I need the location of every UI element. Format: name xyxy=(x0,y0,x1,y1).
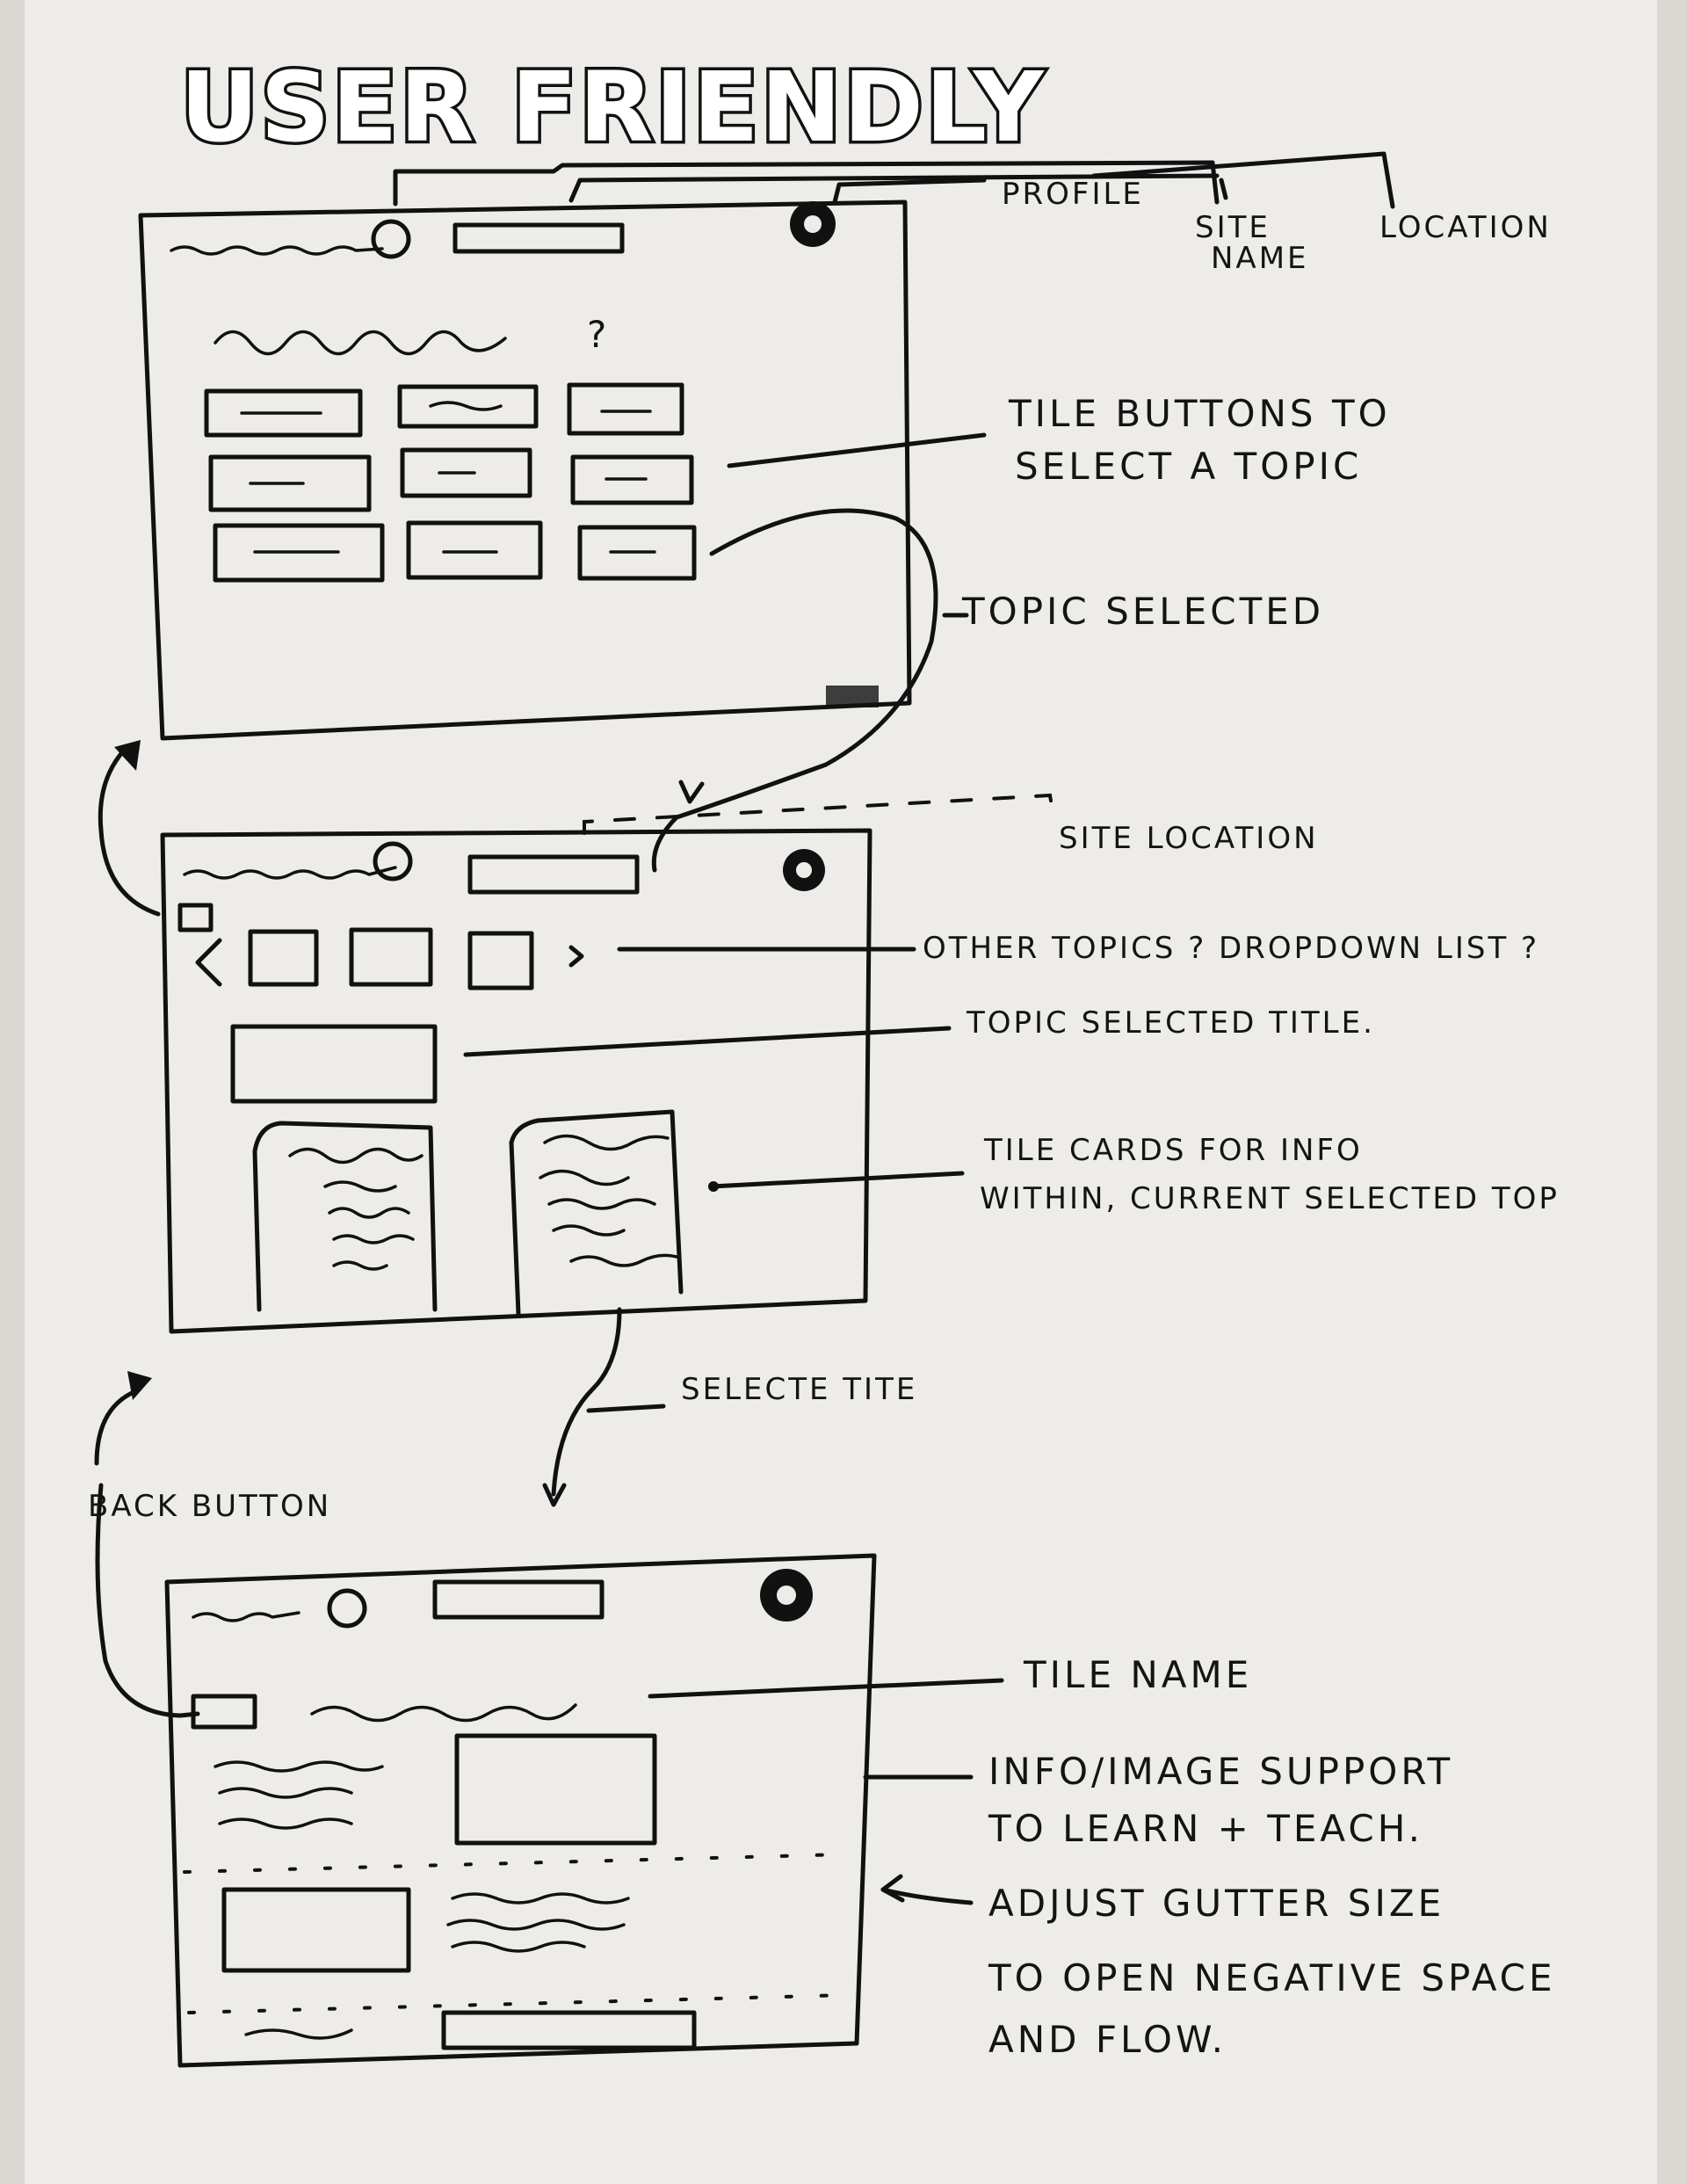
tile-button xyxy=(567,382,684,436)
tile-button xyxy=(208,454,372,512)
frame-2-topic-chip xyxy=(248,929,319,987)
frame-2-info-card xyxy=(509,1109,684,1317)
frame-2-location-circle xyxy=(373,841,413,882)
label-info-image-1: INFO/IMAGE SUPPORT xyxy=(988,1750,1453,1793)
wireframe-detail-screen xyxy=(164,1553,877,2068)
profile-leader xyxy=(832,178,987,205)
frame-3-border xyxy=(164,1553,877,2068)
label-tile-cards-1: TILE CARDS FOR INFO xyxy=(983,1133,1363,1168)
label-back-button: BACK BUTTON xyxy=(88,1489,331,1524)
frame-1-profile-head xyxy=(804,215,822,233)
profile-connector xyxy=(393,160,1220,207)
label-profile: PROFILE xyxy=(1002,177,1144,212)
location-connector xyxy=(1091,151,1395,209)
topic-title-leader xyxy=(463,1026,952,1057)
label-info-image-2: TO LEARN + TEACH. xyxy=(988,1807,1423,1850)
frame-2-back-button xyxy=(177,903,214,932)
frame-3-tile-name-scribble xyxy=(310,1703,577,1723)
select-tile-arrow xyxy=(551,1307,622,1497)
tile-button xyxy=(397,384,539,429)
label-other-topics: OTHER TOPICS ? DROPDOWN LIST ? xyxy=(923,931,1539,966)
tile-button xyxy=(213,523,385,583)
tile-name-leader xyxy=(648,1678,1004,1699)
frame-2-topic-chip xyxy=(349,927,433,987)
frame-1-site-name-box xyxy=(453,222,625,254)
label-site-location: SITE LOCATION xyxy=(1059,821,1319,856)
label-tile-buttons-2: SELECT A TOPIC xyxy=(1015,445,1362,488)
label-selecte-tite: SELECTE TITE xyxy=(681,1372,917,1407)
paper-sheet xyxy=(25,0,1657,2184)
frame-1-nav-scribble xyxy=(170,245,384,256)
frame-2-topic-chip xyxy=(467,931,534,990)
tile-button xyxy=(406,520,543,580)
tile-cards-leader xyxy=(709,1171,965,1189)
label-topic-title: TOPIC SELECTED TITLE. xyxy=(966,1005,1375,1041)
frame-3-gutter-line-2 xyxy=(187,1993,850,2014)
label-tile-buttons-1: TILE BUTTONS TO xyxy=(1008,392,1391,435)
sketch-title: USER FRIENDLY xyxy=(180,51,1046,163)
tile-button xyxy=(204,388,363,438)
label-site-name-2: NAME xyxy=(1211,241,1309,276)
back-button-leader xyxy=(95,1483,200,1718)
frame-2-site-name-box xyxy=(467,854,640,895)
tile-button xyxy=(400,447,532,498)
label-topic-selected: TOPIC SELECTED xyxy=(961,590,1324,633)
topic-selected-arrow xyxy=(651,508,938,873)
frame-3-location-circle xyxy=(327,1588,367,1629)
frame-1-border xyxy=(138,200,912,741)
topic-selected-arrowhead xyxy=(678,780,705,804)
frame-3-back-button xyxy=(191,1694,257,1730)
label-tile-name: TILE NAME xyxy=(1023,1653,1252,1696)
frame-3-site-name-box xyxy=(432,1579,605,1620)
frame-1-location-circle xyxy=(371,219,411,259)
frame-2-nav-scribble xyxy=(183,866,397,880)
label-gutter-1: ADJUST GUTTER SIZE xyxy=(988,1882,1444,1925)
wireframe-topic-screen xyxy=(160,793,1056,1334)
frame-1-question-scribble xyxy=(214,330,507,356)
label-location: LOCATION xyxy=(1379,210,1552,245)
frame-2-carousel-next xyxy=(568,945,584,968)
frame-3-nav-scribble xyxy=(192,1611,300,1622)
frame-3-gutter-line xyxy=(183,1853,845,1874)
frame-1-tile-grid xyxy=(204,382,697,583)
frame-2-border xyxy=(160,828,872,1334)
frame-3-footer-box xyxy=(441,2010,697,2050)
frame-3-image-box xyxy=(454,1733,657,1846)
label-gutter-2: TO OPEN NEGATIVE SPACE xyxy=(988,1956,1556,1999)
tile-button xyxy=(570,454,694,505)
label-tile-cards-2: WITHIN, CURRENT SELECTED TOP xyxy=(980,1181,1560,1216)
frame-1-question-mark: ? xyxy=(587,313,610,356)
site-name-tick xyxy=(1219,178,1228,200)
site-location-dashed-connector xyxy=(583,793,1056,835)
back-arrow-frame-2 xyxy=(98,749,161,917)
wireframe-home-screen: ? xyxy=(138,200,912,741)
tile-buttons-leader xyxy=(727,432,987,468)
label-site-name-1: SITE xyxy=(1195,210,1271,245)
select-tile-arrowhead xyxy=(542,1483,567,1507)
frame-3-image-box-2 xyxy=(221,1887,411,1973)
frame-2-carousel-prev xyxy=(195,938,222,987)
tile-button-selected xyxy=(577,525,697,581)
label-gutter-3: AND FLOW. xyxy=(988,2018,1227,2061)
site-name-connector-a xyxy=(568,173,1220,203)
frame-2-topic-title-box xyxy=(230,1024,438,1104)
frame-2-info-card xyxy=(252,1121,438,1312)
